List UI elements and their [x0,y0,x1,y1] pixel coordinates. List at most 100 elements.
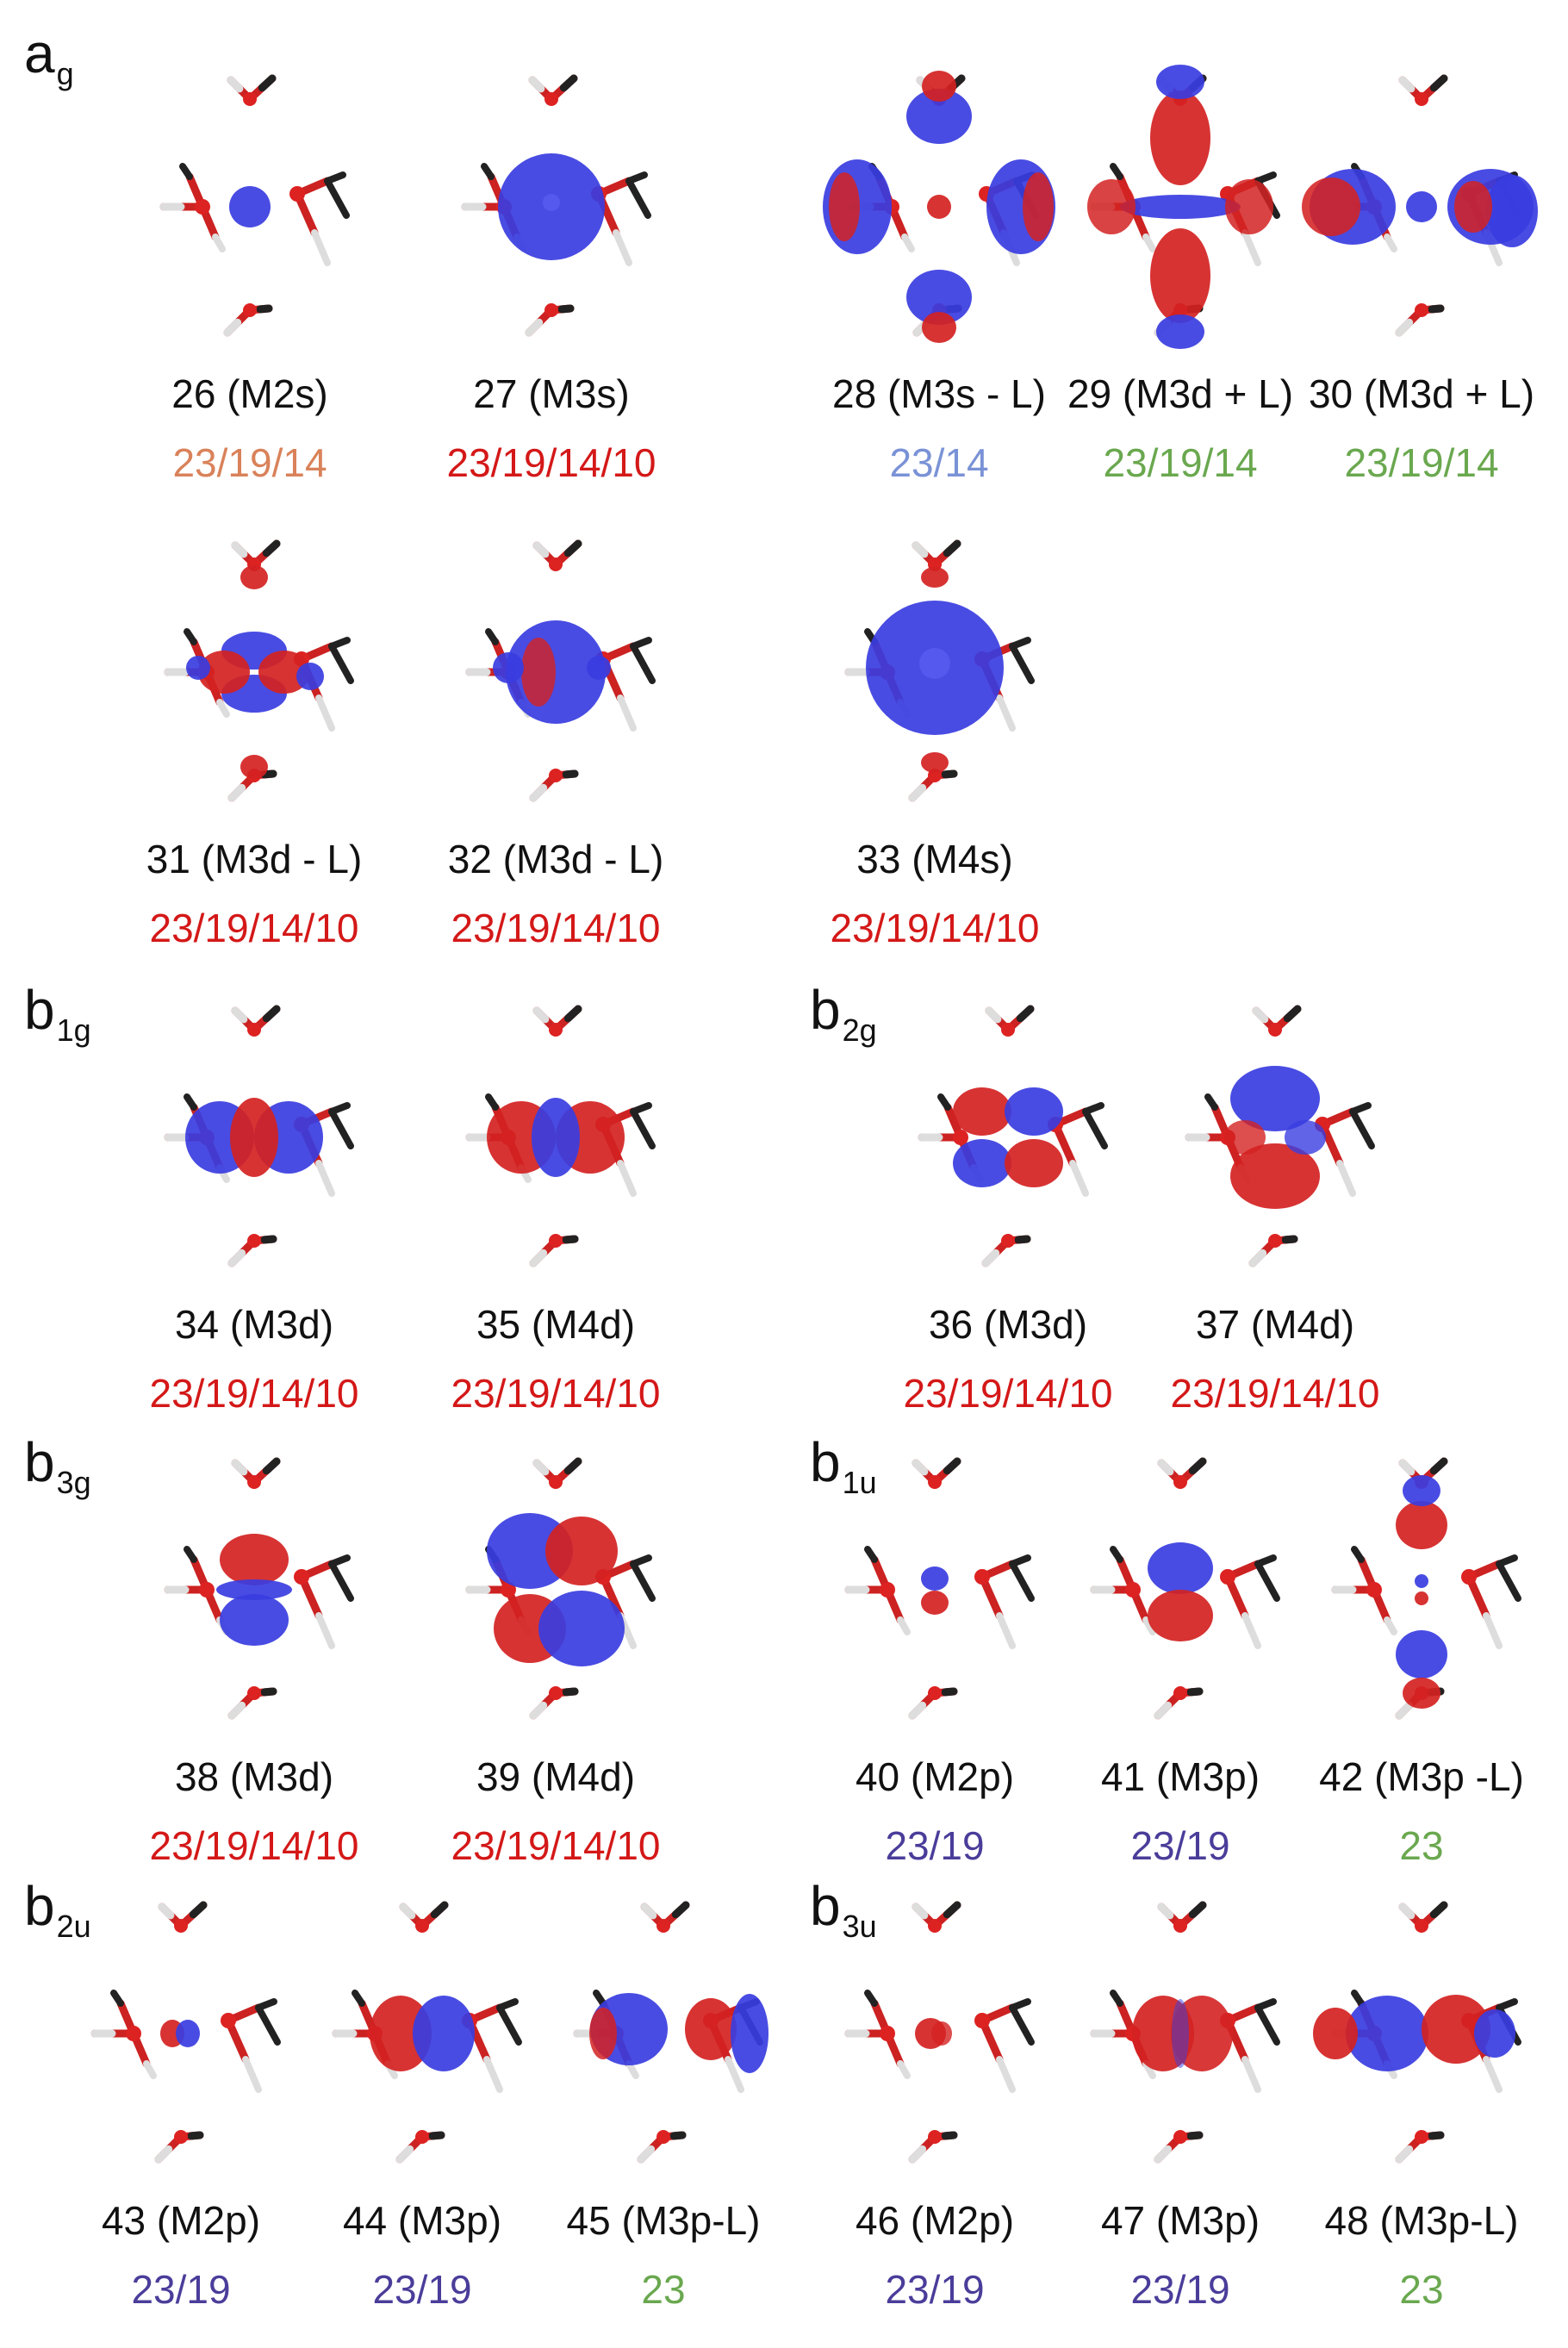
positive-lobe [1120,195,1241,219]
orbital-isosurface [465,539,656,802]
positive-lobe [906,270,972,325]
basis-set-label: 23/19/14/10 [149,906,359,950]
bond [529,1701,548,1720]
bond [1254,1560,1280,1602]
bond [941,2131,958,2140]
bond [563,539,582,557]
bond [563,1457,582,1475]
negative-lobe [240,755,268,779]
negative-lobe [921,1591,949,1615]
bond [1188,1457,1207,1475]
bond [187,2131,204,2140]
oxygen-atom [1268,1234,1282,1248]
orbital-isosurface [90,1901,281,2164]
orbital-label: 26 (M2s) [171,371,328,416]
orbital-label: 37 (M4d) [1195,1302,1355,1347]
orbital-panel-30: 30 (M3d + L)23/19/14 [1292,52,1551,485]
oxygen-atom [289,186,305,202]
orbital-label: 41 (M3p) [1100,1754,1260,1799]
bond [184,628,197,645]
bond [110,1990,124,2007]
orbital-isosurface [1090,1901,1280,2164]
bond [1281,1235,1298,1244]
negative-lobe [1023,172,1054,241]
orbital-panel-28: 28 (M3s - L)23/14 [810,52,1068,485]
bond [328,643,354,684]
oxygen-atom [247,1686,261,1700]
orbital-isosurface [1302,74,1538,337]
bond [562,769,579,779]
bond [941,1687,958,1697]
orbital-panel-27: 27 (M3s)23/19/14/10 [422,52,681,485]
bond [485,628,499,645]
orbital-panel-46: 46 (M2p)23/19 [806,1878,1064,2312]
bond [262,1457,281,1475]
bond [496,2004,522,2046]
positive-lobe [1230,1066,1320,1131]
basis-set-label: 23/19 [885,2267,985,2312]
bond [897,1616,911,1635]
oxygen-atom [243,92,257,106]
oxygen-atom [880,1582,895,1598]
bond [227,1701,246,1720]
negative-lobe [1150,228,1210,323]
orbital-label: 48 (M3p-L) [1324,2198,1519,2243]
bond [1483,1612,1503,1649]
basis-set-label: 23/19 [131,2267,231,2312]
bond [1429,1901,1448,1919]
oxygen-atom [174,1919,188,1933]
bond [630,1108,656,1149]
oxygen-atom [1173,1686,1187,1700]
positive-lobe [1285,1120,1326,1155]
negative-lobe [1313,2008,1358,2059]
orbital-label: 39 (M4d) [476,1754,636,1799]
basis-set-label: 23/19/14/10 [830,906,1040,950]
orbital-isosurface [1313,1901,1521,2164]
positive-lobe [1403,1475,1440,1506]
oxygen-atom [928,1686,942,1700]
negative-lobe [230,1098,278,1177]
oxygen-atom [174,2130,188,2144]
oxygen-atom [1415,92,1428,106]
bond [1016,1005,1035,1023]
orbital-label: 35 (M4d) [476,1302,636,1347]
negative-lobe [1302,178,1360,236]
bond [669,2131,687,2140]
bond [352,1990,365,2007]
bond [528,76,545,93]
positive-lobe [1005,1087,1063,1136]
positive-lobe [220,1594,289,1646]
bond [1398,1459,1416,1476]
bond [1395,2145,1414,2164]
orbital-panel-35: 35 (M4d)23/19/14/10 [426,982,685,1416]
bond [557,304,575,314]
bond [1188,1901,1207,1919]
bond [1142,1616,1156,1635]
negative-lobe [919,648,950,679]
negative-lobe [1005,1139,1063,1187]
bond [231,1459,248,1476]
basis-set-label: 23/19/14/10 [446,440,656,485]
bond [1082,1108,1108,1149]
bond [256,304,273,314]
positive-lobe [532,1098,580,1177]
positive-lobe [229,186,271,227]
oxygen-atom [549,1475,563,1489]
bond [532,541,550,558]
positive-lobe [296,663,324,690]
orbital-panel-31: 31 (M3d - L)23/19/14/10 [125,517,383,950]
orbital-panel-34: 34 (M3d)23/19/14/10 [125,982,383,1416]
bond [617,694,637,732]
bond [430,1901,449,1919]
bond [154,2145,173,2164]
bond [908,1701,927,1720]
oxygen-atom [1268,1023,1282,1037]
symmetry-label-ag: ag [24,22,74,91]
positive-lobe [1156,65,1204,99]
bond [1283,1005,1302,1023]
bond [901,234,915,252]
orbital-isosurface [159,74,350,337]
oxygen-atom [1461,1569,1477,1585]
orbital-label: 28 (M3s - L) [832,371,1046,416]
bond [1157,1903,1174,1920]
